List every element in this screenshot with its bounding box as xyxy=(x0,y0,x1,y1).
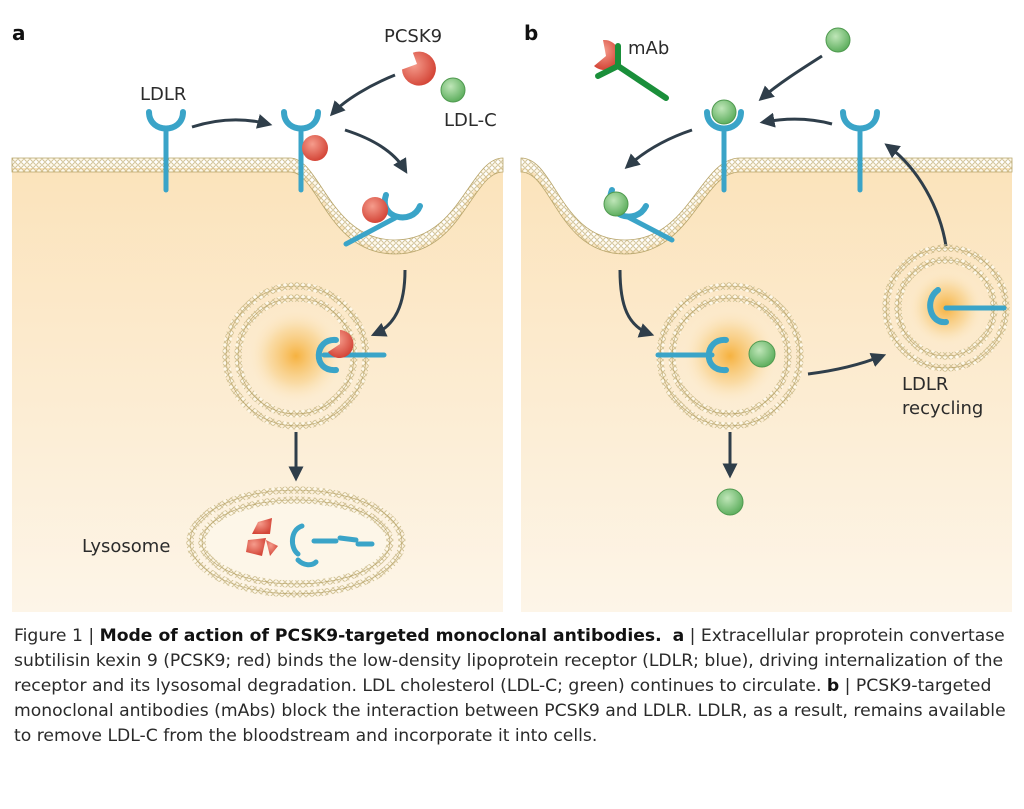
ldlc-free-a xyxy=(440,77,466,103)
pcsk9-bound-1 xyxy=(302,135,328,161)
panel-b: b mAb LDLR recycling xyxy=(520,21,1013,612)
ldlr-degraded xyxy=(290,523,375,568)
ldlr-receptor-pit xyxy=(343,192,423,247)
ldlr-endosome-b xyxy=(655,337,729,373)
ldlr-receptor-b2 xyxy=(840,109,880,193)
mab-label: mAb xyxy=(628,38,669,59)
cell-interior-a xyxy=(12,168,503,612)
pcsk9-degraded xyxy=(246,518,278,556)
caption-title: Mode of action of PCSK9-targeted monoclo… xyxy=(99,626,662,646)
ldlc-free-b xyxy=(825,27,851,53)
pcsk9-bound-pit xyxy=(362,197,388,223)
arrow-a3 xyxy=(344,128,408,174)
ldlc-bound-pit-b xyxy=(603,191,629,217)
arrow-b5 xyxy=(807,352,887,376)
ldlr-receptor-1 xyxy=(146,109,186,193)
ldlc-released xyxy=(716,488,744,516)
panel-a: a PCSK9 LDLR LDL-C Lysosome xyxy=(11,21,504,612)
arrow-a2 xyxy=(329,73,396,117)
pcsk9-endosome-a xyxy=(328,330,354,358)
caption-part-b-text: | PCSK9-targeted monoclonal antibodies (… xyxy=(14,676,1006,746)
caption-part-b-letter: b xyxy=(826,676,840,696)
figure-diagram: a PCSK9 LDLR LDL-C Lysosome xyxy=(11,21,1013,612)
lysosome-label: Lysosome xyxy=(82,536,170,557)
ldlr-recycling xyxy=(927,287,1007,325)
panel-b-letter: b xyxy=(524,21,538,45)
ldlc-endosome-b xyxy=(748,340,776,368)
caption-part-a-letter: a xyxy=(672,626,685,646)
endosome-a xyxy=(222,282,370,430)
lysosome xyxy=(186,486,406,598)
arrow-b3 xyxy=(624,128,693,169)
panel-a-letter: a xyxy=(12,21,26,45)
arrow-a4 xyxy=(370,269,407,337)
arrow-a1 xyxy=(191,114,273,129)
arrow-b4 xyxy=(618,269,655,338)
recycling-label-line2: recycling xyxy=(902,398,983,419)
recycling-label-line1: LDLR xyxy=(902,374,948,395)
membrane-a xyxy=(11,157,504,255)
arrow-b2 xyxy=(759,112,833,128)
pcsk9-label: PCSK9 xyxy=(384,26,442,47)
caption-part-a-text: | Extracellular proprotein convertase su… xyxy=(14,626,1005,696)
arrow-b1 xyxy=(758,54,823,101)
ldlc-bound-b1 xyxy=(711,99,737,125)
caption-prefix: Figure 1 | xyxy=(14,626,100,646)
mab-antibody xyxy=(595,43,669,101)
ldlr-receptor-b1 xyxy=(704,109,744,193)
ldlr-label: LDLR xyxy=(140,84,186,105)
ldlc-label: LDL-C xyxy=(444,110,497,131)
arrow-b6 xyxy=(884,143,948,247)
ldlr-receptor-2 xyxy=(281,109,321,193)
pcsk9-free xyxy=(401,51,436,86)
pcsk9-mab-bound xyxy=(594,39,620,70)
figure-caption: Figure 1 | Mode of action of PCSK9-targe… xyxy=(14,624,1014,749)
membrane-b xyxy=(520,157,1013,255)
